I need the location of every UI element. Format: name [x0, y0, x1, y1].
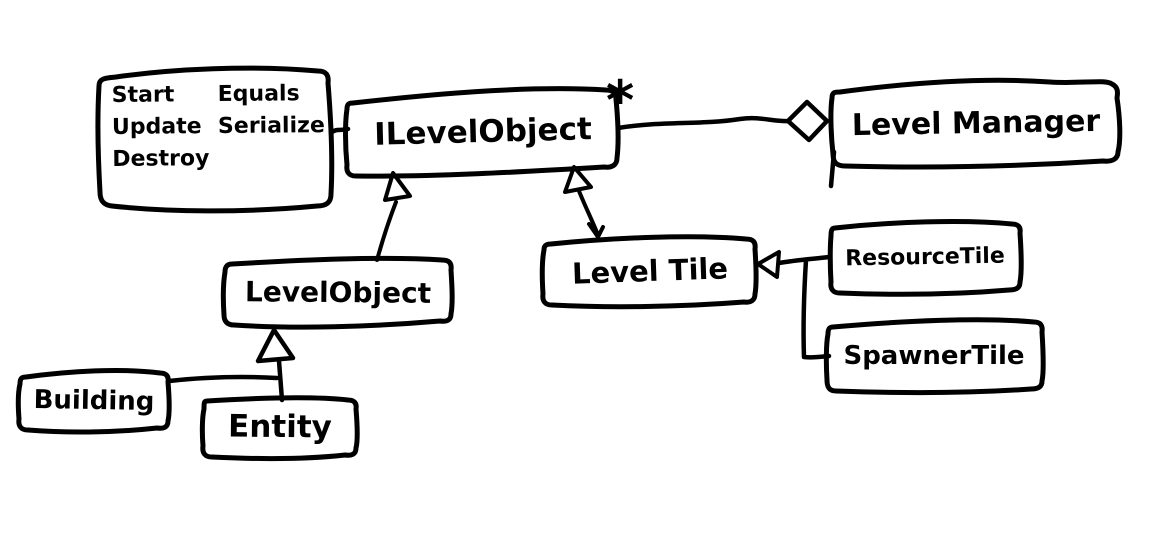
spawnertile-box-outline [823, 317, 1046, 396]
levelmanager-label: Level Manager [851, 103, 1101, 143]
multiplicity-star: * [606, 69, 635, 132]
method-update: Update [111, 114, 202, 140]
methods-box-outline [95, 65, 335, 214]
entity-inheritance-line [276, 358, 285, 403]
entity-label: Entity [227, 408, 333, 446]
method-serialize: Serialize [217, 113, 325, 140]
method-destroy: Destroy [112, 146, 210, 172]
tiles-inheritance-triangle-icon [756, 250, 781, 279]
method-start: Start [111, 82, 175, 108]
levelobject-inheritance-line [375, 200, 398, 262]
levelobject-label: LevelObject [244, 274, 432, 310]
leveltile-line-arrowhead-icon [587, 222, 605, 239]
leveltile-box-outline [539, 234, 759, 310]
leveltile-inheritance-line [577, 189, 600, 237]
resourcetile-label: ResourceTile [845, 243, 1005, 271]
tiles-connector-line-vertical [801, 257, 832, 360]
leveltile-label: Level Tile [571, 251, 729, 291]
resourcetile-box-outline [827, 218, 1024, 297]
ilevelobject-box-outline [343, 86, 621, 179]
building-connector-line [166, 374, 280, 384]
levelobject-inheritance-triangle-icon [383, 171, 412, 202]
levelobject-box-outline [220, 255, 455, 330]
levelmanager-box-outline [828, 77, 1123, 170]
levelmanager-corner-stroke [828, 149, 837, 189]
method-equals: Equals [217, 81, 300, 108]
ilevelobject-label: ILevelObject [373, 111, 593, 153]
leveltile-inheritance-triangle-icon [563, 165, 593, 194]
building-label: Building [33, 384, 155, 418]
interface-methods-note: Start Equals Update Serialize Destroy [112, 81, 333, 172]
aggregation-diamond-icon [785, 99, 830, 143]
building-box-outline [15, 367, 172, 435]
aggregation-line [615, 115, 792, 131]
entity-inheritance-triangle-icon [255, 327, 296, 364]
entity-box-outline [199, 395, 360, 462]
spawnertile-label: SpawnerTile [843, 341, 1025, 371]
